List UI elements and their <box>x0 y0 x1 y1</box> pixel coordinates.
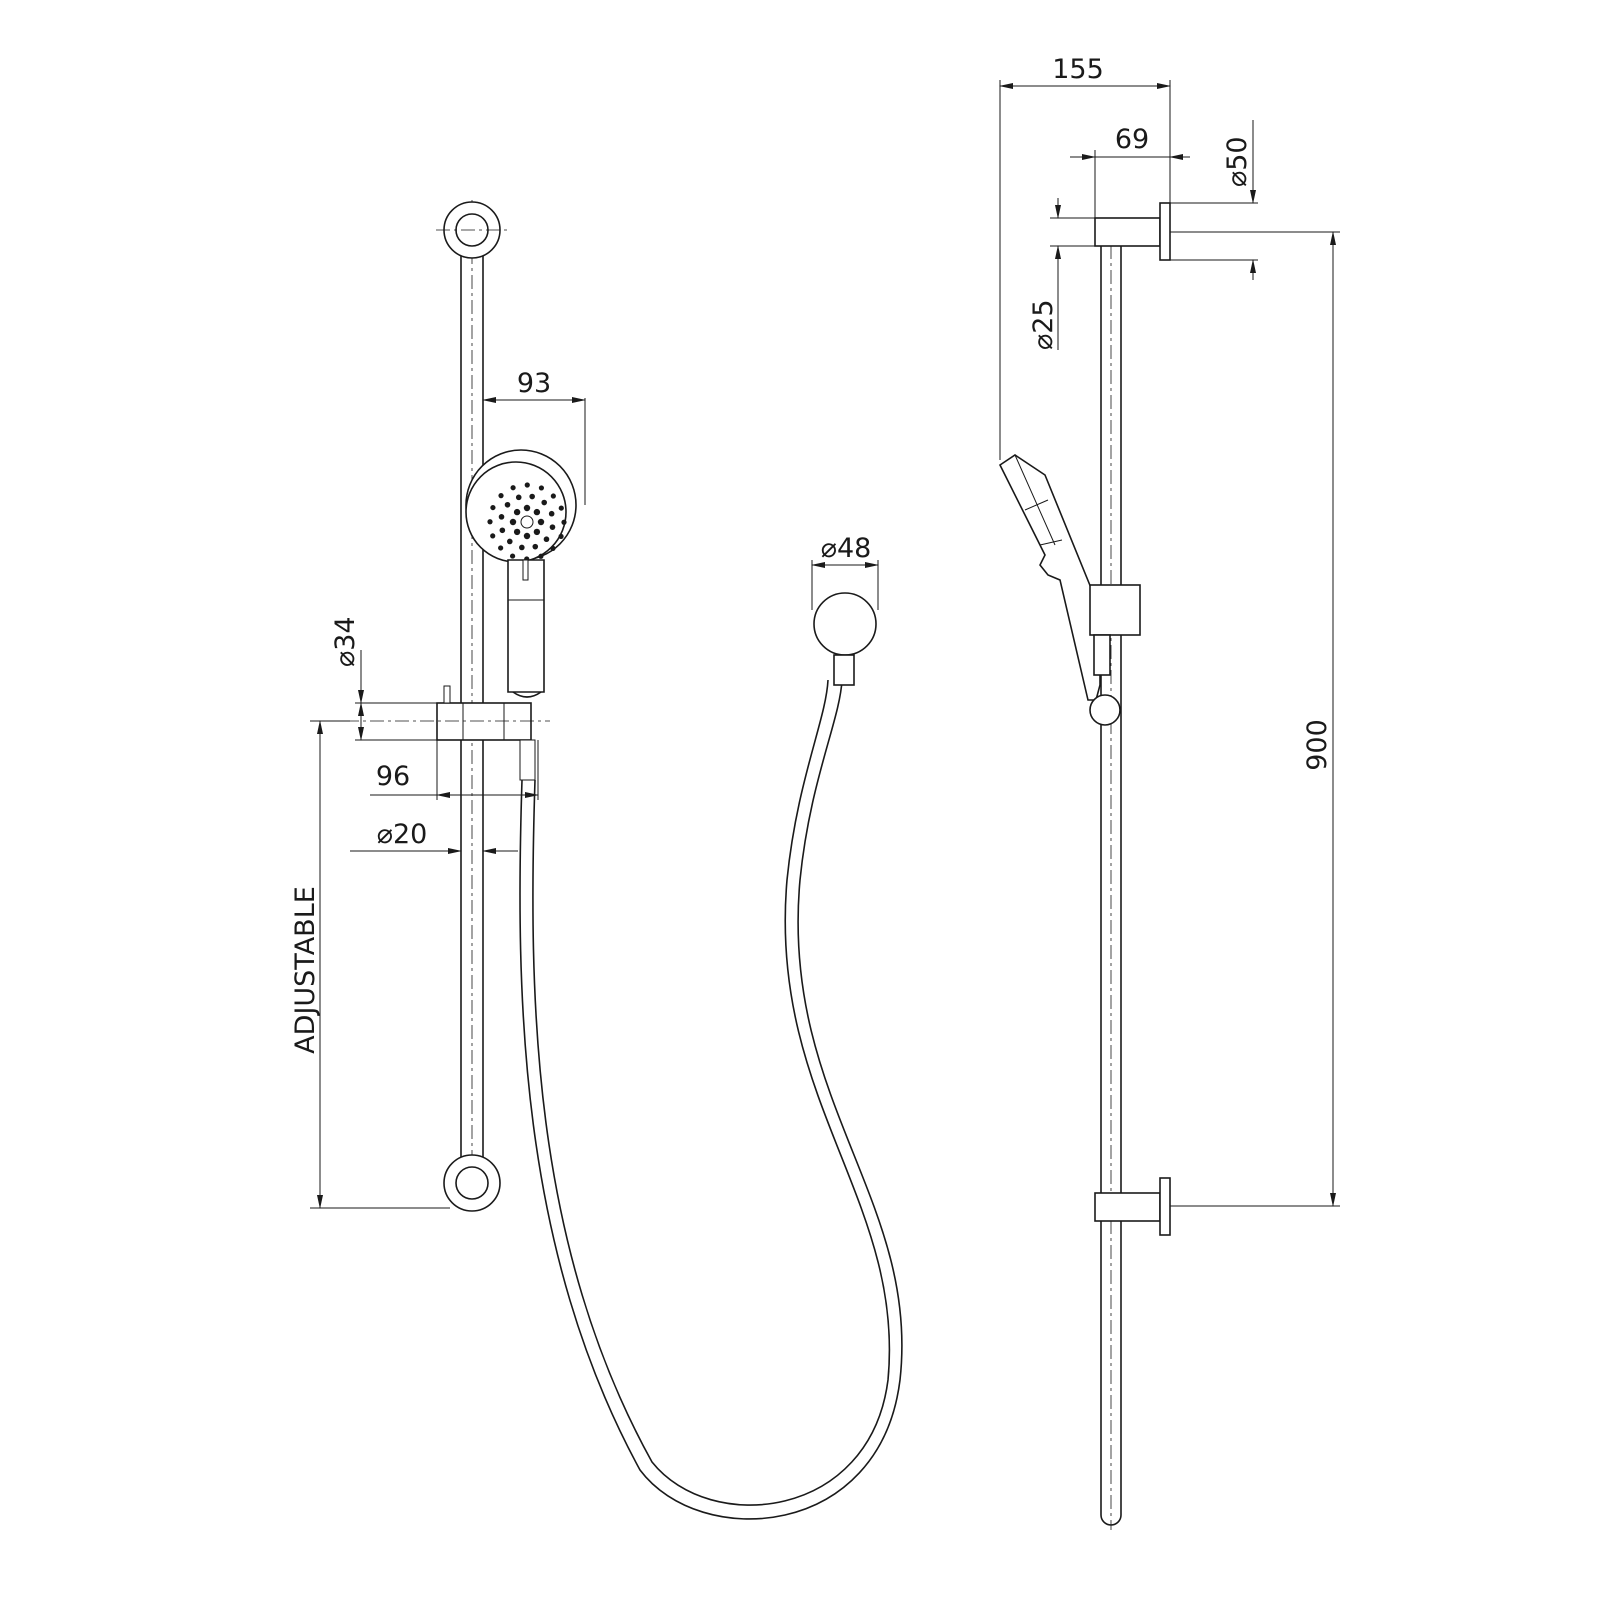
spray-nozzle <box>510 485 516 491</box>
dim-label-50: ⌀50 <box>1222 136 1253 187</box>
spray-nozzle <box>541 499 548 506</box>
dim-label-34: ⌀34 <box>330 616 361 667</box>
slider <box>345 685 550 781</box>
spray-nozzle <box>504 501 511 508</box>
spray-nozzle <box>529 493 535 500</box>
spray-nozzle <box>558 533 564 540</box>
dim-label-48: ⌀48 <box>821 533 872 564</box>
spray-nozzle <box>550 545 556 551</box>
dim-label-69: 69 <box>1115 124 1149 155</box>
spray-nozzle <box>549 524 556 530</box>
dim-69: 69 <box>1070 124 1190 218</box>
dim-label-20: ⌀20 <box>377 819 428 850</box>
bottom-bracket <box>443 1154 501 1212</box>
dim-label-900: 900 <box>1302 719 1333 771</box>
spray-nozzle <box>537 518 545 526</box>
wall-outlet: ⌀48 <box>811 533 879 686</box>
spray-nozzle <box>487 519 493 525</box>
dim-label-93: 93 <box>517 368 551 399</box>
hose <box>519 679 903 1520</box>
spray-nozzle <box>513 508 521 516</box>
dim-adjustable: ADJUSTABLE <box>290 720 450 1209</box>
dim-50: ⌀50 <box>1170 120 1258 280</box>
spray-nozzle <box>509 518 517 526</box>
spray-nozzle <box>538 553 544 559</box>
slider-button <box>443 685 451 704</box>
spray-nozzle <box>533 508 541 516</box>
spray-nozzle <box>561 519 567 525</box>
spray-nozzle <box>523 504 531 512</box>
spray-nozzle <box>550 493 556 499</box>
side-hand-shower <box>998 454 1141 726</box>
spray-nozzle <box>490 504 496 511</box>
dim-155: 155 <box>999 54 1171 460</box>
spray-nozzle <box>498 493 504 499</box>
spray-nozzle <box>506 538 513 545</box>
spray-nozzle <box>513 528 521 536</box>
spray-nozzle <box>548 510 555 517</box>
dim-label-96: 96 <box>376 761 410 792</box>
spray-nozzle <box>490 533 496 539</box>
dim-label-25: ⌀25 <box>1028 299 1059 350</box>
dim-label-adjustable: ADJUSTABLE <box>290 886 321 1054</box>
spray-nozzle <box>524 482 530 488</box>
spray-nozzle <box>519 544 525 551</box>
dim-93: 93 <box>482 368 586 505</box>
spray-nozzle <box>533 528 541 536</box>
front-view: 93 ⌀34 96 ⌀20 ADJUSTABLE <box>290 200 586 1212</box>
dim-96: 96 <box>370 740 539 800</box>
top-bracket <box>436 201 508 259</box>
dim-34: ⌀34 <box>330 616 437 741</box>
spray-nozzle <box>498 545 504 551</box>
dim-900: 900 <box>1170 231 1340 1207</box>
spray-nozzle <box>515 494 522 501</box>
spray-nozzle <box>498 514 505 520</box>
hand-shower-head <box>465 449 577 698</box>
spray-nozzle <box>543 536 550 543</box>
spray-nozzle <box>538 485 545 491</box>
dim-label-155: 155 <box>1052 54 1104 85</box>
side-view: 155 69 ⌀50 ⌀25 900 <box>998 54 1340 1530</box>
side-holder <box>1089 584 1141 636</box>
spray-nozzle <box>499 527 506 534</box>
spray-nozzle <box>509 553 516 559</box>
spray-nozzle <box>523 532 531 540</box>
spray-nozzle <box>558 505 564 511</box>
dim-25: ⌀25 <box>1028 198 1095 350</box>
bottom-wall-bracket <box>1094 1177 1171 1236</box>
dim-20: ⌀20 <box>350 819 518 854</box>
spray-nozzle <box>532 543 539 550</box>
